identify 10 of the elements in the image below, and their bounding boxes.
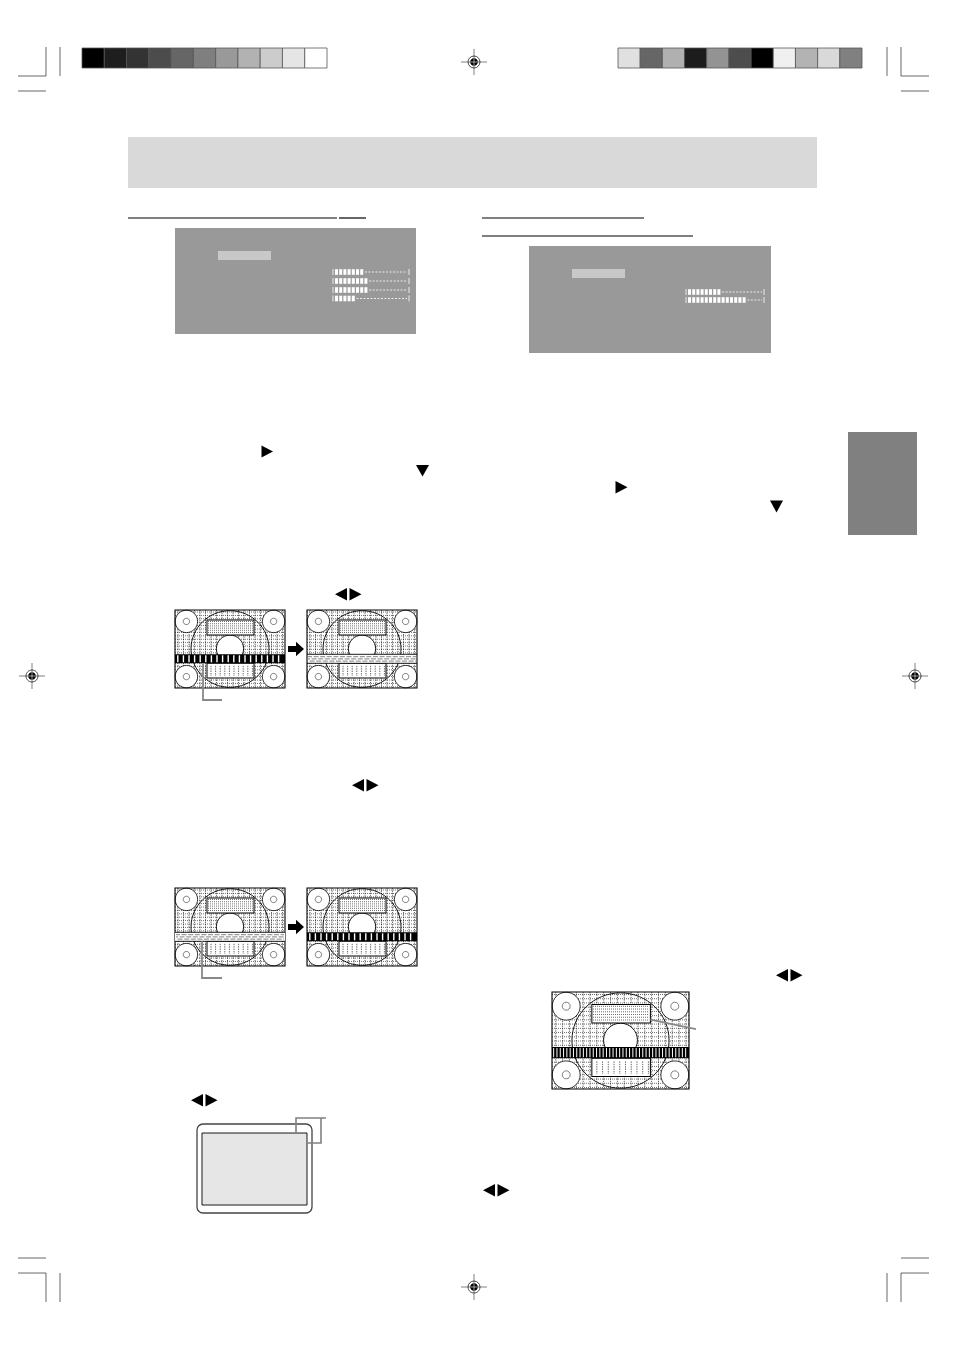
test-pattern bbox=[306, 609, 418, 689]
stripe-bar bbox=[175, 654, 285, 664]
pattern-box bbox=[591, 1003, 651, 1024]
leader-line bbox=[649, 1018, 697, 1030]
pattern-box bbox=[591, 1057, 651, 1078]
leader-line bbox=[201, 940, 223, 979]
side-tab bbox=[848, 432, 917, 535]
test-pattern bbox=[551, 991, 690, 1090]
leader-line bbox=[202, 662, 223, 701]
test-pattern bbox=[306, 887, 418, 967]
